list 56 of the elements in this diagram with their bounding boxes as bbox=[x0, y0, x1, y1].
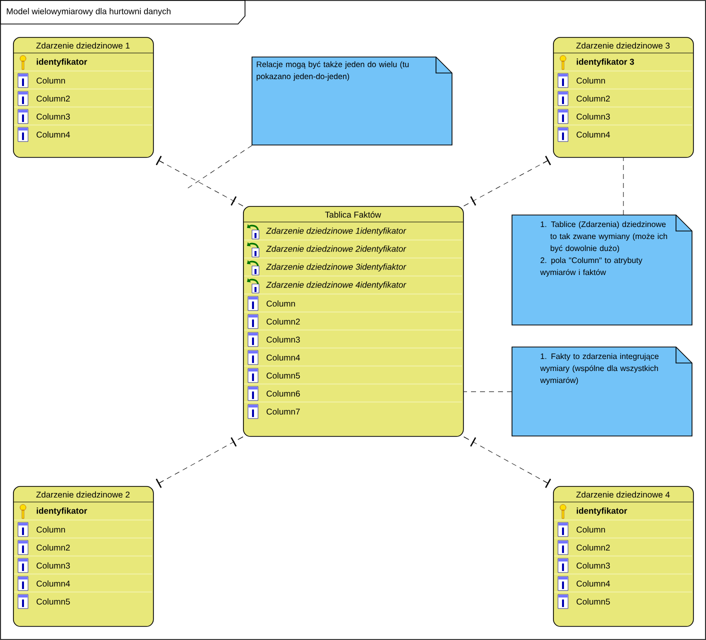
entity-header: Zdarzenie dziedzinowe 1 bbox=[36, 42, 130, 49]
entity-box bbox=[12, 486, 154, 627]
entity-header: Tablica Faktów bbox=[325, 211, 382, 218]
attribute-name: Column2 bbox=[576, 544, 610, 551]
attribute-name: Column3 bbox=[576, 113, 610, 120]
note-text: Relacje mogą być także jeden do wielu (tu pokazano jeden-do-jeden) bbox=[256, 61, 409, 81]
attribute-name: Column bbox=[266, 300, 295, 307]
note-text: 1. Fakty to zdarzenia integrujące wymiary (wspólne dla wszystkich wymiarów) bbox=[540, 353, 659, 385]
attribute-name: Column5 bbox=[36, 598, 70, 605]
attribute-name: Zdarzenie dziedzinowe 3identyfiaktor bbox=[266, 264, 406, 272]
title-tab: Model wielowymiarowy dla hurtowni danych bbox=[0, 0, 246, 24]
attribute-name: Column4 bbox=[36, 580, 70, 587]
relationship-line bbox=[464, 436, 551, 488]
attribute-name: Column bbox=[576, 526, 605, 533]
attribute-name: Column5 bbox=[576, 598, 610, 605]
note-box bbox=[512, 346, 692, 436]
attribute-name: Column3 bbox=[266, 336, 300, 343]
attribute-name: Zdarzenie dziedzinowe 2identyfikator bbox=[266, 246, 406, 254]
attribute-name: identyfikator bbox=[36, 508, 88, 516]
attribute-name: Column4 bbox=[576, 131, 610, 138]
attribute-name: identyfikator bbox=[36, 58, 88, 66]
attribute-name: Column2 bbox=[576, 95, 610, 102]
attribute-name: Column3 bbox=[36, 562, 70, 569]
note-text: 1. Tablice (Zdarzenia) dziedzinowe to tak zwane wymiany (może ich być dowolnie dużo) 2. pola "Column" to atrybuty wymiarów i faktów bbox=[540, 221, 668, 277]
entity-header: Zdarzenie dziedzinowe 4 bbox=[576, 491, 670, 498]
attribute-name: Column2 bbox=[36, 95, 70, 102]
attribute-name: Column5 bbox=[266, 372, 300, 379]
attribute-name: Column7 bbox=[266, 408, 300, 415]
entity-box bbox=[12, 37, 154, 158]
attribute-name: Column bbox=[576, 77, 605, 84]
connector-line bbox=[623, 158, 624, 216]
attribute-name: Column6 bbox=[266, 390, 300, 397]
attribute-name: Column bbox=[36, 77, 65, 84]
note-box bbox=[252, 56, 452, 146]
attribute-name: Column3 bbox=[576, 562, 610, 569]
attribute-name: identyfikator 3 bbox=[576, 58, 634, 66]
relationship-line bbox=[156, 436, 244, 488]
connector-line bbox=[464, 391, 512, 392]
entity-box bbox=[242, 206, 464, 437]
attribute-name: Column4 bbox=[36, 131, 70, 138]
relationship-line bbox=[464, 156, 551, 206]
attribute-name: Column4 bbox=[266, 354, 300, 361]
note-box bbox=[512, 214, 692, 326]
attribute-name: Column bbox=[36, 526, 65, 533]
attribute-name: Column3 bbox=[36, 113, 70, 120]
attribute-name: Column4 bbox=[576, 580, 610, 587]
attribute-name: Column2 bbox=[36, 544, 70, 551]
entity-header: Zdarzenie dziedzinowe 2 bbox=[36, 491, 130, 498]
attribute-name: identyfikator bbox=[576, 508, 628, 516]
attribute-name: Zdarzenie dziedzinowe 4identyfikator bbox=[266, 282, 406, 290]
entity-box bbox=[552, 486, 694, 627]
entity-box bbox=[552, 37, 694, 158]
attribute-name: Zdarzenie dziedzinowe 1identyfikator bbox=[266, 228, 406, 236]
relationship-line bbox=[156, 156, 244, 206]
entity-header: Zdarzenie dziedzinowe 3 bbox=[576, 42, 670, 49]
attribute-name: Column2 bbox=[266, 318, 300, 325]
